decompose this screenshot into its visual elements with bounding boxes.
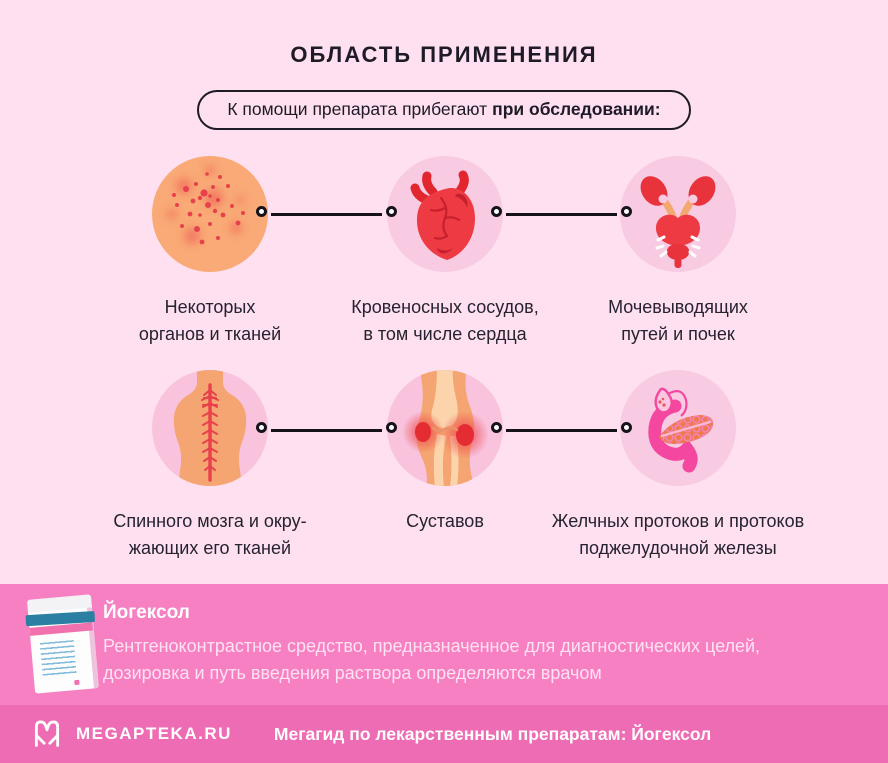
connector-line	[256, 422, 397, 433]
megapteka-logo-icon	[34, 720, 60, 747]
area-caption: Суставов	[406, 511, 484, 531]
area-urinary-kidneys: Мочевыводящих путей и почек	[518, 156, 838, 348]
area-joints: Суставов	[285, 370, 605, 535]
page-title: ОБЛАСТЬ ПРИМЕНЕНИЯ	[290, 42, 598, 67]
connector-line	[491, 422, 632, 433]
product-info: Йогексол Рентгеноконтрастное средство, п…	[103, 602, 760, 687]
area-caption: Желчных протоков и протоков поджелудочно…	[551, 511, 805, 558]
connector-dot	[491, 422, 502, 433]
connector-dot	[256, 422, 267, 433]
area-caption: Некоторых органов и тканей	[138, 297, 282, 344]
area-organs-tissues: Некоторых органов и тканей	[50, 156, 370, 348]
pancreas-icon	[620, 370, 736, 486]
product-band: Йогексол Рентгеноконтрастное средство, п…	[0, 584, 888, 705]
connector-dot	[256, 206, 267, 217]
connector-dot	[386, 422, 397, 433]
product-box-image	[25, 594, 99, 694]
area-vessels-heart: Кровеносных сосудов, в том числе сердца	[285, 156, 605, 348]
area-spinal-cord: Спинного мозга и окру- жающих его тканей	[50, 370, 370, 562]
spine-icon	[152, 370, 268, 486]
area-caption: Мочевыводящих путей и почек	[608, 297, 748, 344]
connector-dot	[386, 206, 397, 217]
heart-icon	[387, 156, 503, 272]
connector-dot	[491, 206, 502, 217]
subtitle-regular: К помощи препарата прибегают	[227, 99, 488, 119]
area-bile-pancreas: Желчных протоков и протоков поджелудочно…	[518, 370, 838, 562]
connector-line	[491, 206, 632, 217]
subtitle-bold: при обследовании:	[492, 99, 661, 119]
footer: MEGAPTEKA.RU Мегагид по лекарственным пр…	[0, 705, 888, 763]
kidneys-icon	[620, 156, 736, 272]
tissue-icon	[152, 156, 268, 272]
product-description: Рентгеноконтрастное средство, предназнач…	[103, 636, 761, 683]
footer-tagline: Мегагид по лекарственным препаратам: Йог…	[273, 723, 712, 744]
area-caption: Кровеносных сосудов, в том числе сердца	[351, 297, 539, 344]
connector-line	[256, 206, 397, 217]
connector-dot	[621, 422, 632, 433]
brand-name: MEGAPTEKA.RU	[76, 724, 232, 743]
connector-dot	[621, 206, 632, 217]
area-caption: Спинного мозга и окру- жающих его тканей	[113, 511, 307, 558]
product-name: Йогексол	[103, 602, 190, 623]
knee-icon	[387, 370, 503, 486]
